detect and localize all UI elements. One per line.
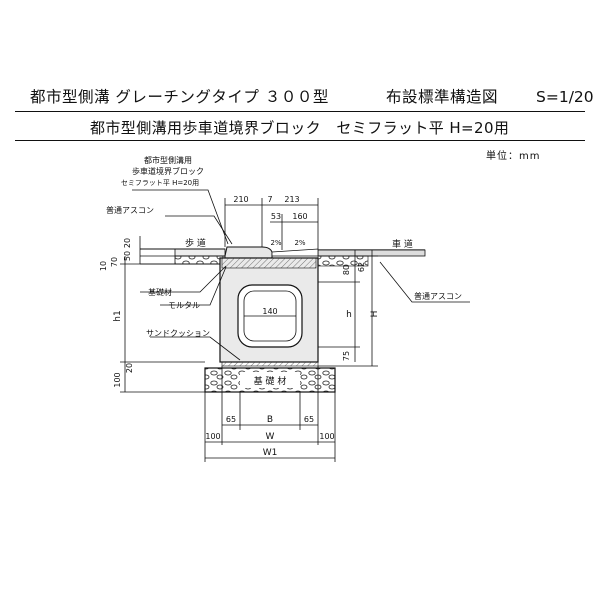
foundation-base — [204, 367, 336, 393]
dim-70: 70 — [110, 257, 119, 267]
slope-right: 2% — [294, 239, 305, 247]
dim-20: 20 — [123, 238, 132, 248]
asphalt-label-right: 普通アスコン — [414, 291, 462, 301]
block-label-line3: セミフラット平 H=20用 — [121, 179, 199, 187]
dim-W: W — [266, 432, 275, 442]
dim-7: 7 — [267, 195, 272, 204]
subtitle-underline — [15, 140, 585, 141]
asphalt-label-left: 普通アスコン — [106, 205, 154, 215]
sidewalk-pavement — [140, 248, 226, 265]
dim-h: h — [346, 310, 352, 320]
sand-cushion-label: サンドクッション — [146, 329, 210, 338]
block-label-line2: 歩車道境界ブロック — [132, 166, 204, 176]
dim-h1: h1 — [113, 310, 123, 321]
base-material-label: 基 礎 材 — [254, 375, 287, 387]
dim-65-right: 65 — [304, 415, 314, 424]
sidewalk-label: 歩 道 — [185, 237, 206, 249]
dim-20-bottom: 20 — [125, 363, 134, 373]
dim-213: 213 — [284, 195, 299, 204]
drawing-title: 都市型側溝 グレーチングタイプ ３００型 — [30, 88, 329, 106]
dim-100-right: 100 — [319, 432, 334, 441]
title-underline — [15, 111, 585, 112]
base-material-label-left: 基礎材 — [148, 287, 172, 297]
dim-H: H — [370, 311, 380, 318]
roadway-label: 車 道 — [392, 238, 413, 250]
dim-160: 160 — [292, 212, 307, 221]
dimension-lines — [120, 189, 470, 462]
dim-65-left: 65 — [226, 415, 236, 424]
roadway-pavement — [317, 249, 426, 267]
drawing-type-label: 布設標準構造図 — [386, 88, 499, 106]
dim-50: 50 — [123, 251, 132, 261]
mortar-label: モルタル — [168, 301, 200, 310]
dim-100: 100 — [113, 372, 122, 387]
slope-left: 2% — [270, 239, 281, 247]
dim-80: 80 — [342, 265, 351, 275]
drawing-subtitle: 都市型側溝用歩車道境界ブロック セミフラット平 H=20用 — [90, 119, 510, 137]
dim-62: 62 — [357, 262, 366, 272]
dim-10: 10 — [99, 261, 108, 271]
scale-label: S=1/20 — [536, 88, 594, 106]
dim-140: 140 — [262, 307, 277, 316]
block-label-line1: 都市型側溝用 — [144, 155, 192, 165]
dim-75: 75 — [342, 351, 351, 361]
dim-100-left: 100 — [205, 432, 220, 441]
dim-210: 210 — [233, 195, 248, 204]
dim-W1: W1 — [263, 448, 278, 458]
unit-label: 単位：mm — [486, 151, 541, 162]
dim-B: B — [267, 415, 273, 425]
dim-53: 53 — [271, 212, 281, 221]
